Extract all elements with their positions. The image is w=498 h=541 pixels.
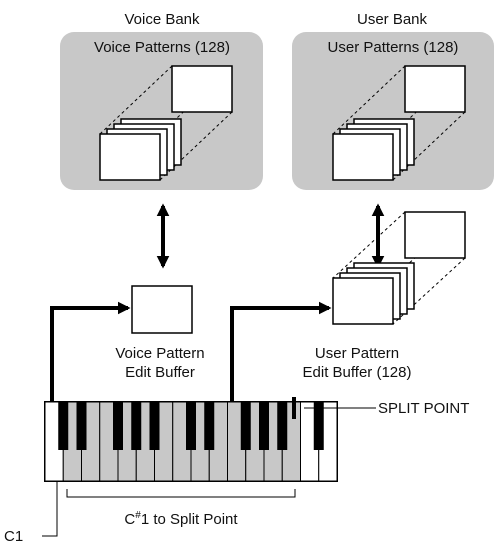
range-bracket bbox=[66, 489, 296, 498]
dashed-line bbox=[332, 211, 406, 279]
user-buffer-line2: Edit Buffer (128) bbox=[303, 364, 412, 381]
range-label-sharp: # bbox=[135, 510, 141, 521]
range-label-suffix: 1 to Split Point bbox=[141, 511, 239, 528]
user-buffer-keyboard-arrow bbox=[225, 301, 332, 416]
black-key bbox=[240, 402, 251, 450]
black-key bbox=[131, 402, 142, 450]
buffer-card bbox=[404, 211, 466, 259]
black-keys bbox=[58, 402, 324, 450]
split-point-label: SPLIT POINT bbox=[378, 400, 469, 417]
pattern-card bbox=[332, 133, 394, 181]
dashed-line bbox=[332, 65, 406, 135]
user-edit-buffer: User Pattern Edit Buffer (128) bbox=[303, 211, 466, 381]
split-point-marker bbox=[292, 397, 296, 419]
user-bank-title: User Bank bbox=[357, 11, 428, 28]
voice-buffer-line1: Voice Pattern bbox=[115, 345, 204, 362]
buffer-card bbox=[332, 277, 394, 325]
dashed-line bbox=[99, 65, 173, 135]
dashed-line bbox=[159, 111, 233, 181]
black-key bbox=[76, 402, 87, 450]
voice-buffer-keyboard-arrow bbox=[45, 301, 131, 416]
user-bank: User Bank User Patterns (128) bbox=[292, 11, 494, 190]
black-key bbox=[313, 402, 324, 450]
c1-leader bbox=[42, 482, 58, 537]
black-key bbox=[58, 402, 69, 450]
pattern-card bbox=[404, 65, 466, 113]
user-pattern-stack bbox=[332, 65, 466, 181]
black-key bbox=[149, 402, 160, 450]
voice-bank-patterns-label: Voice Patterns (128) bbox=[94, 39, 230, 56]
black-key bbox=[259, 402, 269, 450]
keyboard bbox=[44, 401, 338, 482]
user-buffer-line1: User Pattern bbox=[315, 345, 399, 362]
pattern-card bbox=[99, 133, 161, 181]
range-label-prefix: C bbox=[124, 511, 135, 528]
dashed-line bbox=[392, 111, 466, 181]
voice-edit-buffer: Voice Pattern Edit Buffer bbox=[115, 285, 205, 381]
pattern-card bbox=[171, 65, 233, 113]
black-key bbox=[186, 402, 196, 450]
buffer-card bbox=[131, 285, 193, 334]
black-key bbox=[204, 402, 215, 450]
dashed-line bbox=[392, 257, 466, 325]
c1-label: C1 bbox=[4, 528, 23, 541]
voice-bank-title: Voice Bank bbox=[124, 11, 200, 28]
voice-pattern-stack bbox=[99, 65, 233, 181]
voice-bank: Voice Bank Voice Patterns (128) bbox=[60, 11, 263, 190]
range-label: C#1 to Split Point bbox=[124, 510, 238, 528]
user-bank-patterns-label: User Patterns (128) bbox=[328, 39, 459, 56]
black-key bbox=[113, 402, 123, 450]
black-key bbox=[277, 402, 288, 450]
voice-buffer-line2: Edit Buffer bbox=[125, 364, 195, 381]
